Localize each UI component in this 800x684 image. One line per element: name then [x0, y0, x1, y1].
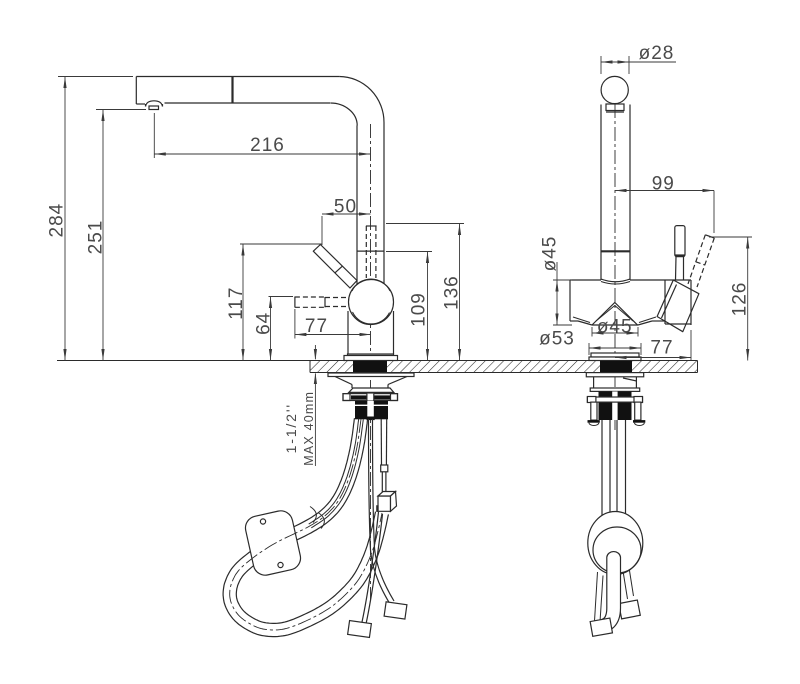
svg-text:109: 109: [409, 292, 430, 327]
svg-text:64: 64: [253, 312, 274, 335]
svg-text:MAX 40mm: MAX 40mm: [302, 391, 316, 466]
svg-text:117: 117: [226, 287, 247, 320]
svg-text:77: 77: [305, 316, 328, 337]
svg-text:50: 50: [334, 197, 357, 218]
svg-text:284: 284: [46, 203, 67, 238]
svg-text:99: 99: [652, 174, 675, 195]
svg-text:126: 126: [729, 282, 750, 317]
svg-text:77: 77: [650, 338, 673, 359]
svg-text:ø53: ø53: [539, 329, 575, 350]
svg-text:ø28: ø28: [639, 43, 675, 64]
svg-text:216: 216: [250, 135, 285, 156]
svg-text:1-1/2'': 1-1/2'': [284, 403, 300, 453]
svg-text:136: 136: [442, 275, 463, 310]
svg-text:ø45: ø45: [539, 236, 560, 272]
svg-text:251: 251: [85, 220, 106, 255]
svg-text:ø45: ø45: [597, 317, 633, 338]
